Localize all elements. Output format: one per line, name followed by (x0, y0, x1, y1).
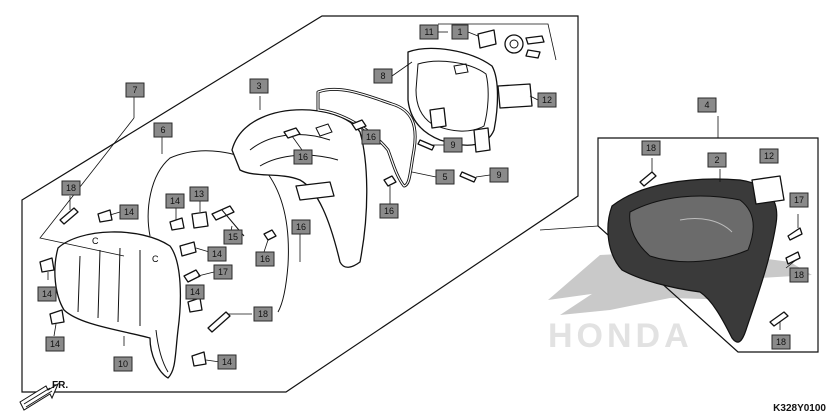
callout-12a: 12 (537, 92, 557, 108)
callout-number: 14 (50, 339, 60, 349)
callout-17a: 17 (213, 264, 233, 280)
callout-14d: 14 (185, 284, 205, 300)
callout-number: 17 (218, 267, 228, 277)
callout-10: 10 (113, 356, 133, 372)
callout-number: 16 (296, 222, 306, 232)
callout-9b: 9 (489, 167, 509, 183)
lid-8 (407, 47, 499, 153)
callout-14b: 14 (165, 193, 185, 209)
collar-13 (191, 211, 209, 229)
callout-number: 3 (256, 81, 261, 91)
callout-16e: 16 (255, 251, 275, 267)
callout-number: 7 (132, 85, 137, 95)
front-direction-arrow: FR. (19, 380, 68, 411)
honda-watermark-text: HONDA (548, 317, 693, 355)
callout-number: 14 (222, 357, 232, 367)
callout-number: 9 (496, 170, 501, 180)
callout-16c: 16 (379, 203, 399, 219)
callout-number: 8 (380, 71, 385, 81)
callout-18a: 18 (61, 180, 81, 196)
callout-15: 15 (223, 229, 243, 245)
pin-9b (459, 171, 477, 183)
callout-number: 10 (118, 359, 128, 369)
callout-number: 16 (298, 152, 308, 162)
callout-number: 18 (66, 183, 76, 193)
callout-number: 16 (384, 206, 394, 216)
callout-16b: 16 (293, 149, 313, 165)
callout-number: 18 (794, 270, 804, 280)
callout-number: 1 (457, 27, 462, 37)
callout-number: 11 (424, 27, 433, 37)
callout-number: 18 (646, 143, 656, 153)
clips-14 (39, 209, 207, 367)
callout-16a: 16 (361, 129, 381, 145)
callout-7: 7 (125, 82, 145, 98)
callout-18c: 18 (641, 140, 661, 156)
callout-17b: 17 (789, 192, 809, 208)
group-frame-left (21, 15, 579, 393)
callout-number: 4 (704, 100, 709, 110)
callout-4: 4 (697, 97, 717, 113)
callout-number: 18 (776, 337, 786, 347)
callout-6: 6 (153, 122, 173, 138)
callout-8: 8 (373, 68, 393, 84)
callout-13: 13 (189, 186, 209, 202)
callout-14f: 14 (45, 336, 65, 352)
front-direction-label: FR. (52, 380, 68, 391)
pin-9a (417, 139, 435, 151)
callout-number: 17 (794, 195, 804, 205)
callout-number: 16 (260, 254, 270, 264)
callout-layer: 1 11 8 12 3 7 6 9 9 5 16 16 16 16 18 14 … (37, 24, 809, 372)
callout-number: 2 (714, 155, 719, 165)
callout-18e: 18 (771, 334, 791, 350)
callout-number: 14 (190, 287, 200, 297)
callout-1: 1 (451, 24, 469, 40)
svg-text:C: C (92, 236, 99, 246)
callout-number: 14 (170, 196, 180, 206)
callout-number: 6 (160, 125, 165, 135)
diagram-code: K328Y0100 (773, 403, 826, 414)
callout-2: 2 (707, 152, 727, 168)
callout-12b: 12 (759, 148, 779, 164)
callout-number: 16 (366, 132, 376, 142)
group-frame-right (597, 137, 819, 353)
callout-number: 14 (212, 249, 222, 259)
group-frame-right-tail (539, 225, 599, 231)
callout-number: 5 (442, 172, 447, 182)
callout-14e: 14 (37, 286, 57, 302)
callout-16d: 16 (291, 219, 311, 235)
callout-3: 3 (249, 78, 269, 94)
screws (59, 119, 803, 333)
callout-number: 13 (194, 189, 204, 199)
key-set-11 (477, 29, 545, 59)
callout-14g: 14 (217, 354, 237, 370)
svg-text:C: C (152, 254, 159, 264)
callout-number: 12 (542, 95, 552, 105)
inner-cover-2 (607, 178, 778, 343)
callout-number: 15 (228, 232, 238, 242)
inner-panel-10: C C (54, 231, 182, 379)
callout-18b: 18 (253, 306, 273, 322)
callout-number: 12 (764, 151, 774, 161)
label-sticker-12b (751, 175, 785, 205)
callout-14a: 14 (119, 204, 139, 220)
callout-14c: 14 (207, 246, 227, 262)
callout-number: 18 (258, 309, 268, 319)
callout-number: 14 (124, 207, 134, 217)
callout-18d: 18 (789, 267, 809, 283)
callout-5: 5 (435, 169, 455, 185)
callout-9a: 9 (443, 137, 463, 153)
callout-number: 14 (42, 289, 52, 299)
label-sticker-12a (497, 83, 533, 109)
callout-number: 9 (450, 140, 455, 150)
callout-11: 11 (419, 24, 439, 40)
